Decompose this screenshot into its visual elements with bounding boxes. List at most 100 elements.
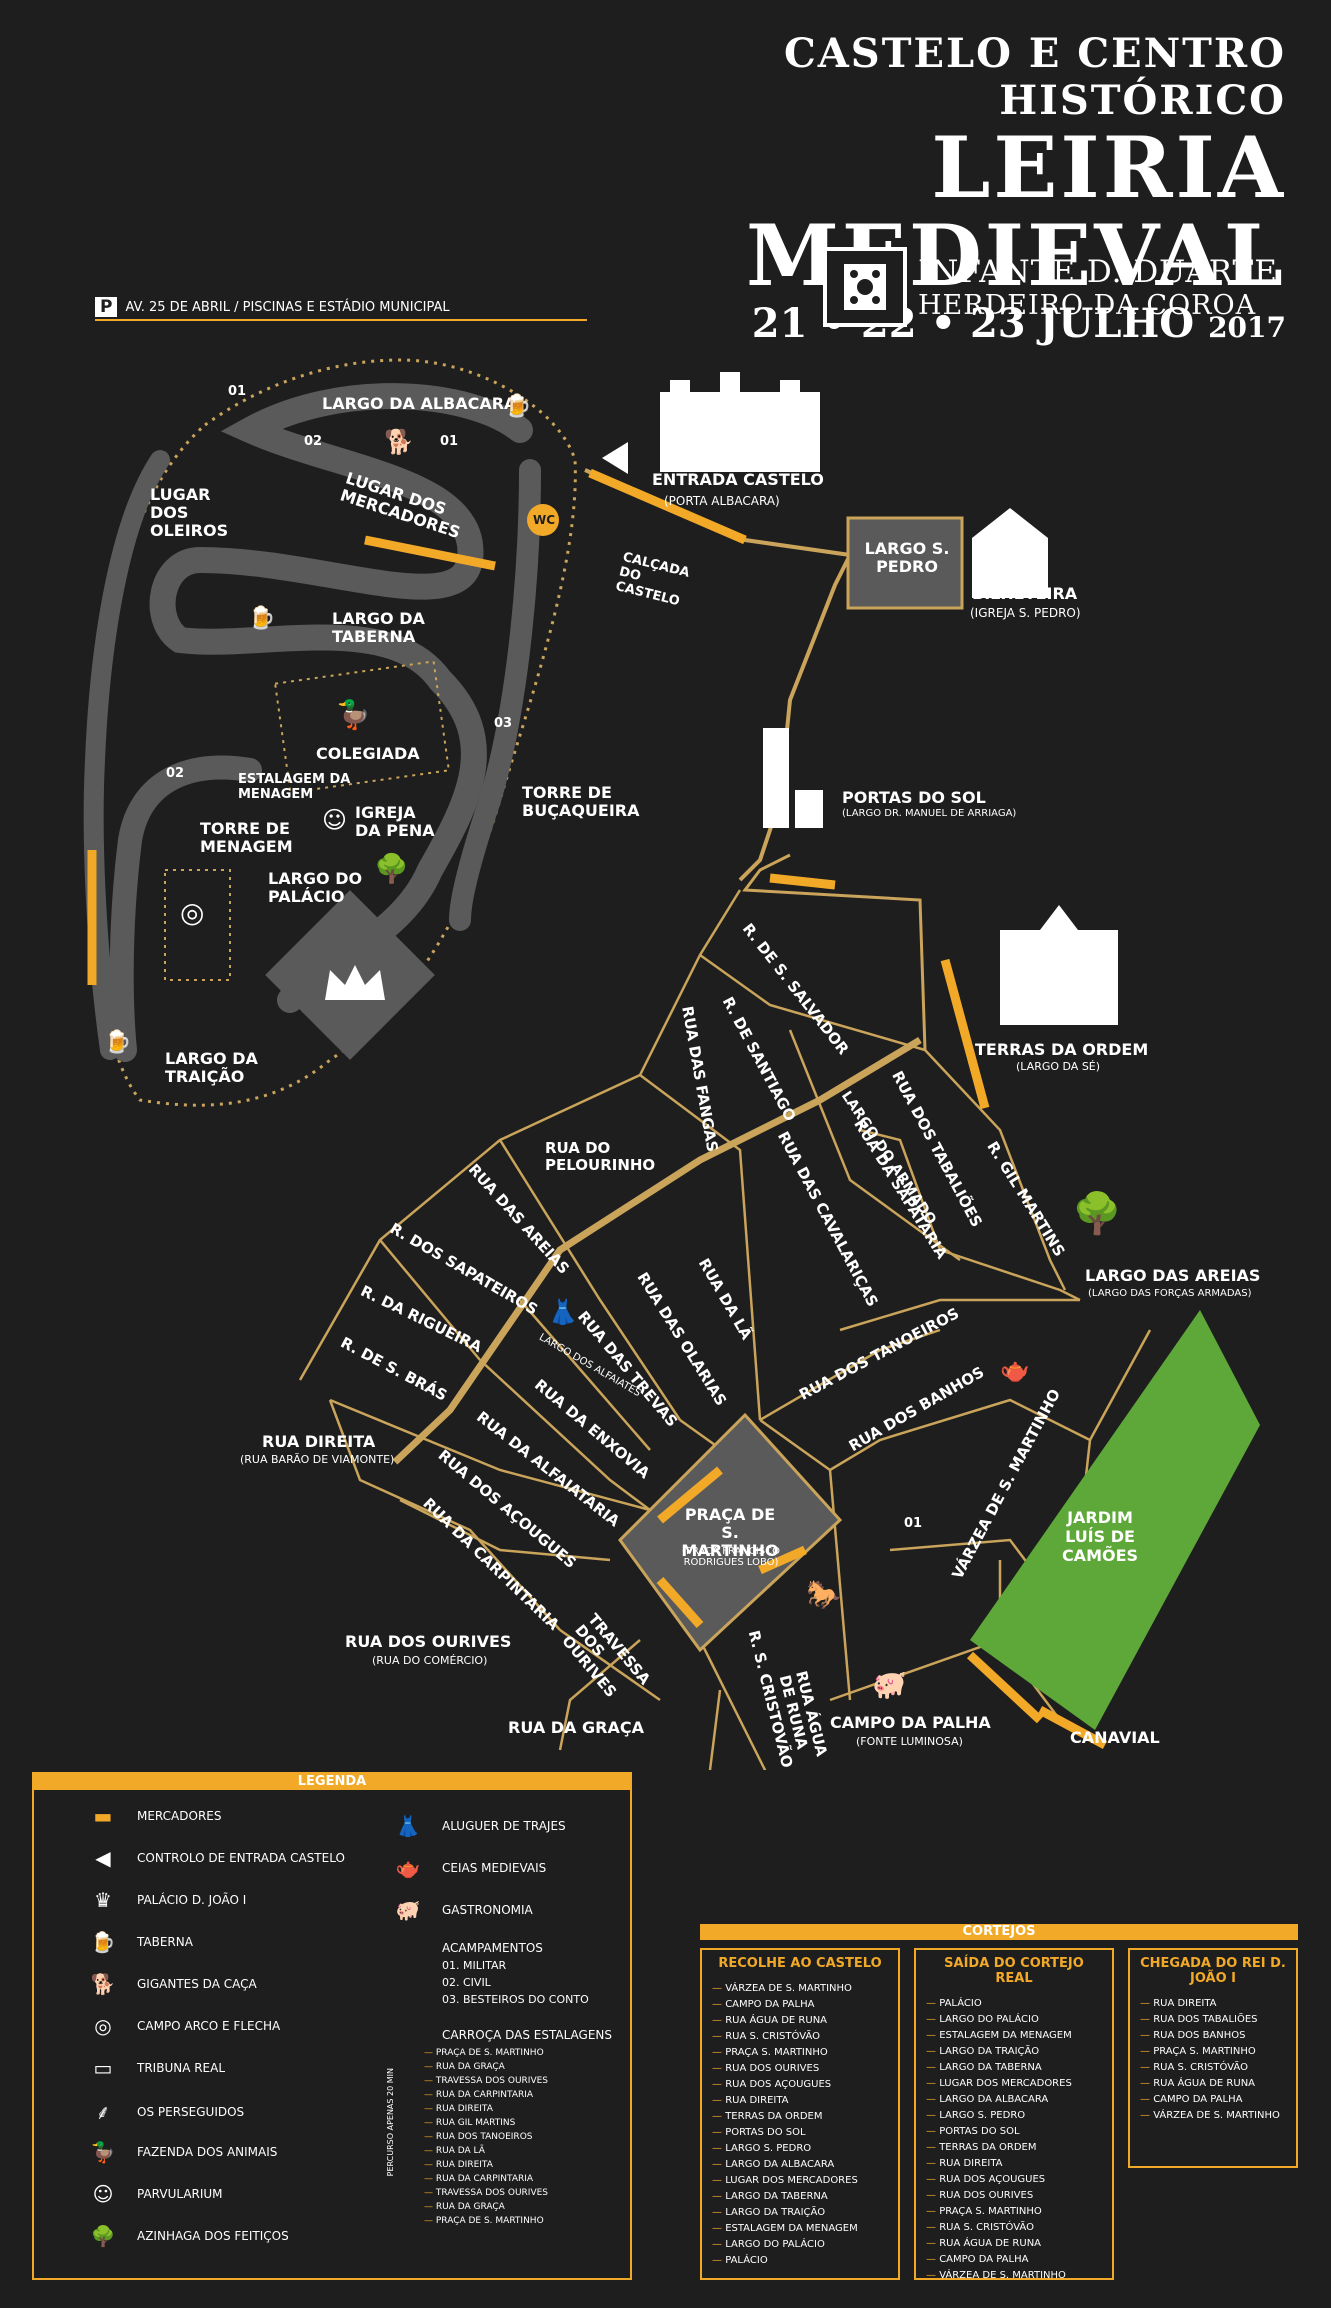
label-campo-palha[interactable]: CAMPO DA PALHA <box>830 1713 991 1732</box>
dog-head-icon: 🐕 <box>90 1972 116 1996</box>
label-portas-sol[interactable]: PORTAS DO SOL <box>842 788 986 807</box>
legend-label: OS PERSEGUIDOS <box>137 2104 245 2119</box>
label-largo-s-pedro[interactable]: LARGO S. PEDRO <box>864 539 950 576</box>
label-largo-areias[interactable]: LARGO DAS AREIAS <box>1085 1266 1261 1285</box>
cortejo-route-item: RUA DIREITA <box>712 2093 888 2109</box>
camp-item: 03. BESTEIROS DO CONTO <box>442 1993 589 2006</box>
camp-item: 02. CIVIL <box>442 1976 491 1989</box>
camps-block: ACAMPAMENTOS 01. MILITAR 02. CIVIL 03. BEST… <box>442 1940 589 2008</box>
teapot-icon: 🫖 <box>1000 1356 1030 1384</box>
carriage-route-item: — TRAVESSA DOS OURIVES <box>424 2188 549 2198</box>
cortejo-route-item: LARGO DO PALÁCIO <box>712 2237 888 2253</box>
legend-label: PALÁCIO D. JOÃO I <box>137 1893 247 1907</box>
costume-icon: 👗 <box>548 1298 578 1326</box>
crown-icon: ♛ <box>94 1888 112 1912</box>
castle-wall <box>94 358 577 1107</box>
cortejo-route-item: ESTALAGEM DA MENAGEM <box>926 2028 1102 2044</box>
duck-icon: 🦆 <box>336 698 371 731</box>
cortejo-route-item: LARGO DO PALÁCIO <box>926 2012 1102 2028</box>
label-largo-taberna[interactable]: LARGO DA TABERNA <box>332 609 425 646</box>
wc-icon[interactable] <box>527 504 559 536</box>
cortejo-route-item: PORTAS DO SOL <box>712 2125 888 2141</box>
label-r-santiago[interactable]: R. DE SANTIAGO <box>718 993 800 1125</box>
label-rua-fangas[interactable]: RUA DAS FANGAS <box>678 1004 722 1154</box>
camp-label-02b: 02 <box>166 766 185 781</box>
label-torre-menagem[interactable]: TORRE DE MENAGEM <box>200 819 293 856</box>
label-estalagem[interactable]: ESTALAGEM DA MENAGEM <box>238 772 351 802</box>
legend-item: ☺PARVULARIUM <box>79 2182 223 2206</box>
parking-label: AV. 25 DE ABRIL / PISCINAS E ESTÁDIO MUN… <box>125 299 450 315</box>
legend-item: ◎CAMPO ARCO E FLECHA <box>79 2014 280 2038</box>
parking-icon: P <box>95 297 118 317</box>
label-rua-ourives[interactable]: RUA DOS OURIVES <box>345 1632 512 1651</box>
cortejos-panel: CORTEJOS RECOLHE AO CASTELOVÁRZEA DE S. … <box>700 1924 1298 2281</box>
label-igreja-pena[interactable]: IGREJA DA PENA <box>355 803 435 840</box>
label-travessa-ourives[interactable]: TRAVESSA DOS OURIVES <box>558 1610 654 1701</box>
label-largo-albacara[interactable]: LARGO DA ALBACARA <box>322 394 517 413</box>
label-rua-cavalarias[interactable]: RUA DAS CAVALARIÇAS <box>773 1128 882 1310</box>
camp-item: 01. MILITAR <box>442 1959 507 1972</box>
cortejo-column-title: SAÍDA DO CORTEJO REAL <box>944 1956 1084 1986</box>
cortejo-route-item: LARGO DA ALBACARA <box>926 2092 1102 2108</box>
legend-item: 🐖GASTRONOMIA <box>384 1898 533 1922</box>
label-portas-sol-sub: (LARGO DR. MANUEL DE ARRIAGA) <box>842 808 1017 819</box>
target-icon: ◎ <box>94 2014 112 2038</box>
label-rua-areias[interactable]: RUA DAS AREIAS <box>464 1160 573 1278</box>
label-varzea[interactable]: VÁRZEA DE S. MARTINHO <box>948 1385 1065 1583</box>
carriage-icon: 🐎 <box>806 1578 841 1611</box>
label-r-rigueira[interactable]: R. DA RIGUEIRA <box>357 1281 485 1357</box>
cortejo-route-item: CAMPO DA PALHA <box>926 2252 1102 2268</box>
label-r-gil-martins[interactable]: R. GIL MARTINS <box>983 1138 1069 1260</box>
label-praca[interactable]: PRAÇA DE S. MARTINHO <box>681 1505 779 1560</box>
label-rua-direita[interactable]: RUA DIREITA <box>262 1432 376 1451</box>
camps-title: ACAMPAMENTOS <box>442 1941 543 1955</box>
cortejo-route-item: VÁRZEA DE S. MARTINHO <box>926 2268 1102 2284</box>
cortejo-route-item: VÁRZEA DE S. MARTINHO <box>712 1981 888 1997</box>
label-entrada-castelo[interactable]: ENTRADA CASTELO <box>652 470 824 489</box>
legend-label: FAZENDA DOS ANIMAIS <box>137 2145 278 2159</box>
cortejo-column: RECOLHE AO CASTELO VÁRZEA DE S. MARTINHOC… <box>700 1948 900 2280</box>
label-jardim[interactable]: JARDIM LUÍS DE CAMÕES <box>1061 1508 1139 1565</box>
cortejo-route-item: RUA DOS AÇOUGUES <box>926 2172 1102 2188</box>
label-canavial[interactable]: CANAVIAL <box>1070 1728 1160 1747</box>
legend-label: AZINHAGA DOS FEITIÇOS <box>137 2229 289 2243</box>
label-terras-ordem[interactable]: TERRAS DA ORDEM <box>975 1040 1149 1059</box>
label-calcada[interactable]: CALÇADA DO CASTELO <box>613 549 692 610</box>
label-rua-pelourinho[interactable]: RUA DO PELOURINHO <box>545 1139 656 1174</box>
jardim-area <box>970 1310 1260 1730</box>
legend-label: GIGANTES DA CAÇA <box>137 1977 257 1991</box>
castle-entrance-arrow-icon <box>602 442 628 474</box>
label-lugar-oleiros[interactable]: LUGAR DOS OLEIROS <box>150 485 229 540</box>
label-torre-bucaqueira[interactable]: TORRE DE BUÇAQUEIRA <box>522 783 640 820</box>
legend-item: ⸙OS PERSEGUIDOS <box>79 2098 245 2125</box>
cortejo-column-title: RECOLHE AO CASTELO <box>718 1956 882 1971</box>
cortejo-route-list: VÁRZEA DE S. MARTINHOCAMPO DA PALHARUA Á… <box>712 1981 888 2269</box>
cortejo-route-item: LARGO DA ALBACARA <box>712 2157 888 2173</box>
cortejo-route-item: RUA DOS OURIVES <box>712 2061 888 2077</box>
legend-item: ▭TRIBUNA REAL <box>79 2056 226 2080</box>
legend-panel: LEGENDA ▬MERCADORES◀CONTROLO DE ENTRADA … <box>32 1772 632 2280</box>
carriage-route-item: — PRAÇA DE S. MARTINHO <box>424 2048 544 2058</box>
legend-label: MERCADORES <box>137 1809 222 1823</box>
legend-label: PARVULARIUM <box>137 2187 223 2201</box>
label-lugar-mercadores[interactable]: LUGAR DOS MERCADORES <box>337 468 463 543</box>
cortejo-column: CHEGADA DO REI D. JOÃO IRUA DIREITARUA D… <box>1128 1948 1298 2168</box>
label-rua-carpintaria[interactable]: RUA DA CARPINTARIA <box>419 1494 563 1634</box>
cortejo-column: SAÍDA DO CORTEJO REAL PALÁCIOLARGO DO PAL… <box>914 1948 1114 2281</box>
label-rua-la[interactable]: RUA DA LÃ <box>694 1255 756 1343</box>
label-bilheteira[interactable]: BILHETEIRA <box>972 584 1078 603</box>
cortejo-route-item: LARGO S. PEDRO <box>926 2108 1102 2124</box>
cortejo-route-list: PALÁCIOLARGO DO PALÁCIOESTALAGEM DA MENA… <box>926 1996 1102 2284</box>
honoree-line2: HERDEIRO DA COROA <box>918 289 1257 321</box>
label-largo-palacio[interactable]: LARGO DO PALÁCIO <box>268 869 363 906</box>
tribune-icon: ▭ <box>93 2056 113 2080</box>
label-rua-graca[interactable]: RUA DA GRAÇA <box>508 1718 644 1737</box>
label-colegiada[interactable]: COLEGIADA <box>316 744 420 763</box>
label-largo-traicao[interactable]: LARGO DA TRAIÇÃO <box>165 1049 258 1086</box>
carriage-route-item: — RUA GIL MARTINS <box>424 2118 516 2128</box>
legend-item: 👗ALUGUER DE TRAJES <box>384 1814 566 1838</box>
label-r-s-bras[interactable]: R. DE S. BRÁS <box>337 1333 451 1405</box>
label-praca-sub: (PRAÇA FRANCISCO RODRIGUES LOBO) <box>682 1546 780 1568</box>
carriage-title: CARROÇA DAS ESTALAGENS <box>442 2028 613 2042</box>
label-rua-banhos[interactable]: RUA DOS BANHOS <box>845 1362 988 1456</box>
